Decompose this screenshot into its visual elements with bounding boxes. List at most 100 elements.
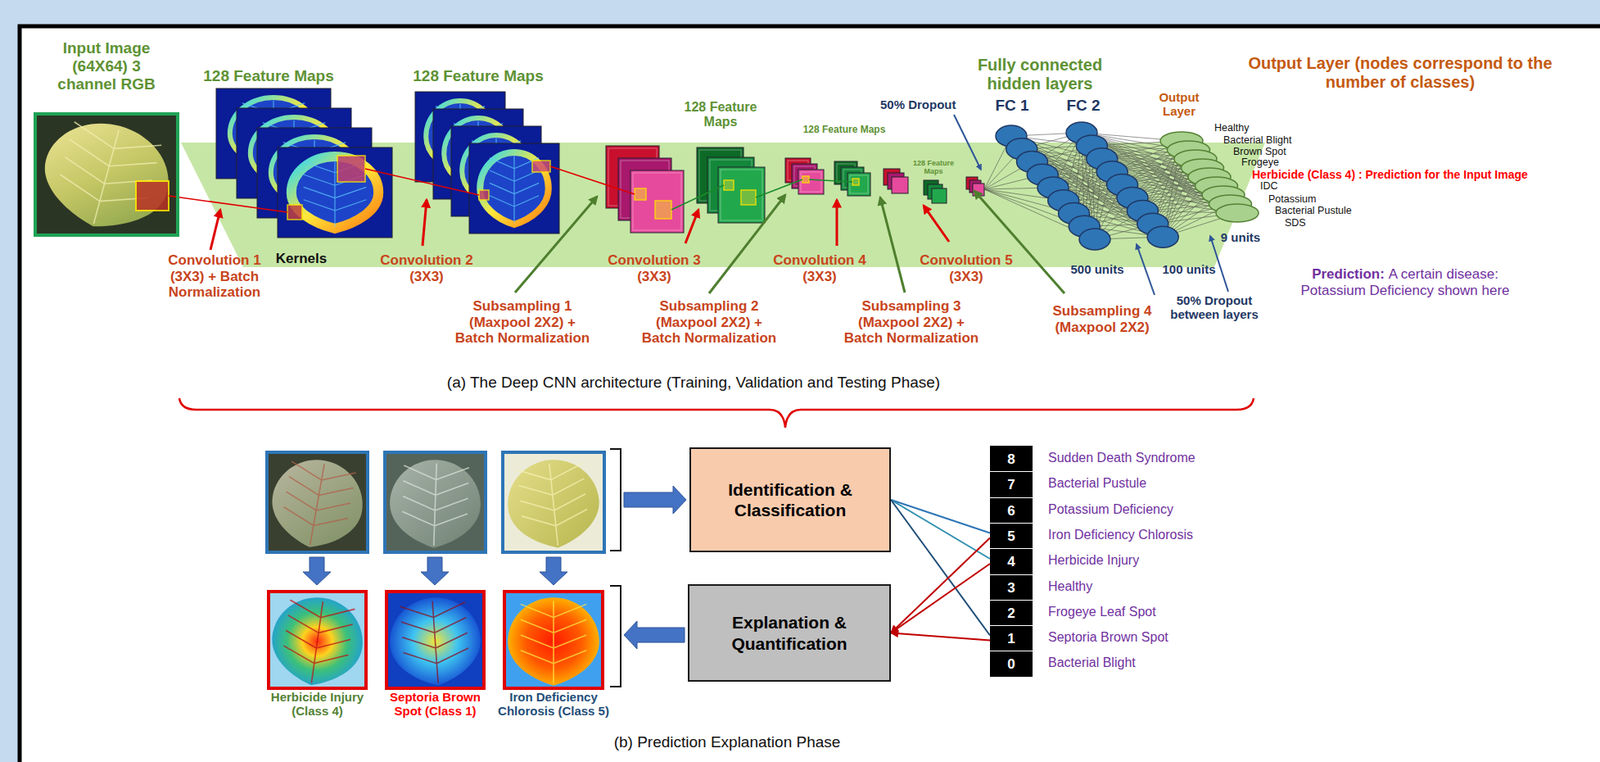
- label-text: Convolution 3 (3X3): [607, 252, 701, 285]
- label-text: 50% Dropout: [880, 97, 957, 112]
- label-text: (a) The Deep CNN architecture (Training,…: [447, 373, 941, 391]
- feature-map: [798, 169, 824, 195]
- label-text: (b) Prediction Explanation Phase: [614, 732, 841, 751]
- node-text: Septoria Brown Spot (Class 1): [389, 689, 481, 718]
- text-holder: 0: [1007, 656, 1015, 671]
- feature-map-inset: [720, 169, 763, 221]
- class-index-cell: 6: [989, 497, 1033, 523]
- label-holder: Septoria Brown Spot: [1048, 629, 1169, 645]
- label-holder: Convolution 3 (3X3): [600, 252, 709, 285]
- class-index-cell: 7: [989, 470, 1033, 498]
- label-text: Fully connected hidden layers: [977, 55, 1103, 93]
- leaf-blade: [387, 594, 484, 689]
- feature-map: [931, 188, 947, 204]
- feature-map-stack: [834, 161, 871, 196]
- leaf-veins: [401, 461, 470, 547]
- leaf-veins: [520, 601, 587, 683]
- label-holder: Output Layer (nodes correspond to the nu…: [1228, 54, 1573, 92]
- label-holder: Frogeye Leaf Spot: [1048, 604, 1157, 620]
- label-text: 128 Feature Maps: [684, 99, 758, 129]
- output-neuron: [1215, 203, 1259, 222]
- pointer-arrow: [515, 196, 597, 293]
- label-text: Convolution 1 (3X3) + Batch Normalizatio…: [167, 252, 261, 300]
- text-holder: 2: [1007, 605, 1015, 620]
- label-holder: (a) The Deep CNN architecture (Training,…: [447, 373, 941, 392]
- label-holder: 100 units: [1161, 262, 1216, 276]
- picture-ground: [502, 451, 605, 552]
- label-holder: Sudden Death Syndrome: [1048, 450, 1196, 466]
- connection-lines: [984, 132, 1238, 240]
- label-holder: Brown Spot: [1233, 145, 1287, 158]
- block-arrow: [623, 620, 685, 649]
- input-leaf-picture: [36, 115, 177, 234]
- label-text: Bacterial Pustule: [1274, 204, 1352, 217]
- label-holder: FC 1: [994, 96, 1029, 115]
- label-text: 128 Feature Maps: [803, 123, 886, 136]
- feature-map-stack: [216, 88, 393, 238]
- label-text: Bacterial Pustule: [1048, 475, 1147, 490]
- leaf: [503, 455, 604, 552]
- node-text: 1: [1007, 630, 1015, 647]
- label-text: 128 Feature Maps: [412, 67, 543, 85]
- label-text: Healthy: [1214, 122, 1249, 134]
- label-holder: Fully connected hidden layers: [956, 55, 1125, 94]
- kernel-link: [809, 179, 853, 182]
- feature-map-stack: [785, 158, 824, 195]
- kernel-link: [671, 185, 724, 210]
- feature-map: [718, 167, 765, 223]
- label-holder: Herbicide (Class 4) : Prediction for the…: [1251, 167, 1528, 181]
- connector: [890, 632, 990, 641]
- neuron: [1147, 225, 1179, 248]
- kernel-window: [337, 155, 366, 182]
- leaf: [507, 596, 600, 685]
- network-band: [180, 142, 1266, 267]
- label-holder: Herbicide Injury: [1048, 552, 1139, 568]
- leaf-blade: [36, 115, 177, 234]
- process-box: Identification & Classification: [689, 447, 891, 552]
- label-holder: Subsampling 1 (Maxpool 2X2) + Batch Norm…: [451, 298, 594, 347]
- label-holder: Subsampling 4 (Maxpool 2X2): [1044, 302, 1161, 335]
- label-text: Brown Spot: [1233, 145, 1287, 158]
- picture-ground: [384, 589, 486, 690]
- text-holder: 3: [1007, 580, 1015, 595]
- leaf-blade: [503, 455, 604, 552]
- heatmap-box: Herbicide Injury (Class 4): [266, 589, 368, 690]
- label-text: Convolution 2 (3X3): [379, 252, 473, 285]
- class-index-cell: 4: [989, 547, 1033, 575]
- label-holder: Frogeye: [1241, 156, 1280, 168]
- label-holder: SDS: [1284, 216, 1307, 229]
- leaf-blade: [266, 591, 368, 690]
- node-text: 6: [1007, 502, 1015, 519]
- kernel-window: [802, 176, 810, 183]
- leaf: [266, 452, 368, 552]
- label-holder: Potassium: [1268, 193, 1316, 205]
- group-bracket: [610, 585, 621, 687]
- leaf: [387, 594, 484, 689]
- label-text: 128 Feature Maps: [912, 158, 954, 176]
- leaf-veins: [279, 596, 356, 688]
- text-holder: 4: [1007, 554, 1015, 569]
- label-text: SDS: [1284, 216, 1307, 229]
- leaf-veins: [277, 457, 357, 551]
- block-arrow: [623, 485, 687, 514]
- process-box: Explanation & Quantification: [687, 583, 891, 682]
- label-holder: 128 Feature Maps: [674, 99, 767, 131]
- class-index-cell: 5: [989, 522, 1033, 548]
- label-text: Subsampling 2 (Maxpool 2X2) + Batch Norm…: [641, 298, 777, 346]
- heatmap-picture: [266, 589, 368, 690]
- label-holder: 128 Feature Maps: [908, 158, 959, 177]
- feature-map: [630, 170, 684, 233]
- connector: [890, 499, 990, 636]
- text-holder: Iron Deficiency Chlorosis (Class 5): [491, 689, 616, 719]
- text-holder: 8: [1007, 451, 1015, 466]
- label-text: Bacterial Blight: [1048, 655, 1136, 669]
- heatmap-box: Iron Deficiency Chlorosis (Class 5): [502, 589, 605, 690]
- pointer-arrow: [974, 190, 1065, 294]
- feature-map-stack: [923, 180, 947, 204]
- pointer-arrow: [923, 205, 950, 242]
- text-holder: Input Image (64X64) 3 channel RGB: [49, 39, 164, 94]
- node-text: 3: [1007, 579, 1015, 596]
- text-holder: Septoria Brown Spot (Class 1): [381, 689, 490, 719]
- feature-map-stack: [605, 145, 684, 233]
- text-holder: 5: [1007, 528, 1015, 543]
